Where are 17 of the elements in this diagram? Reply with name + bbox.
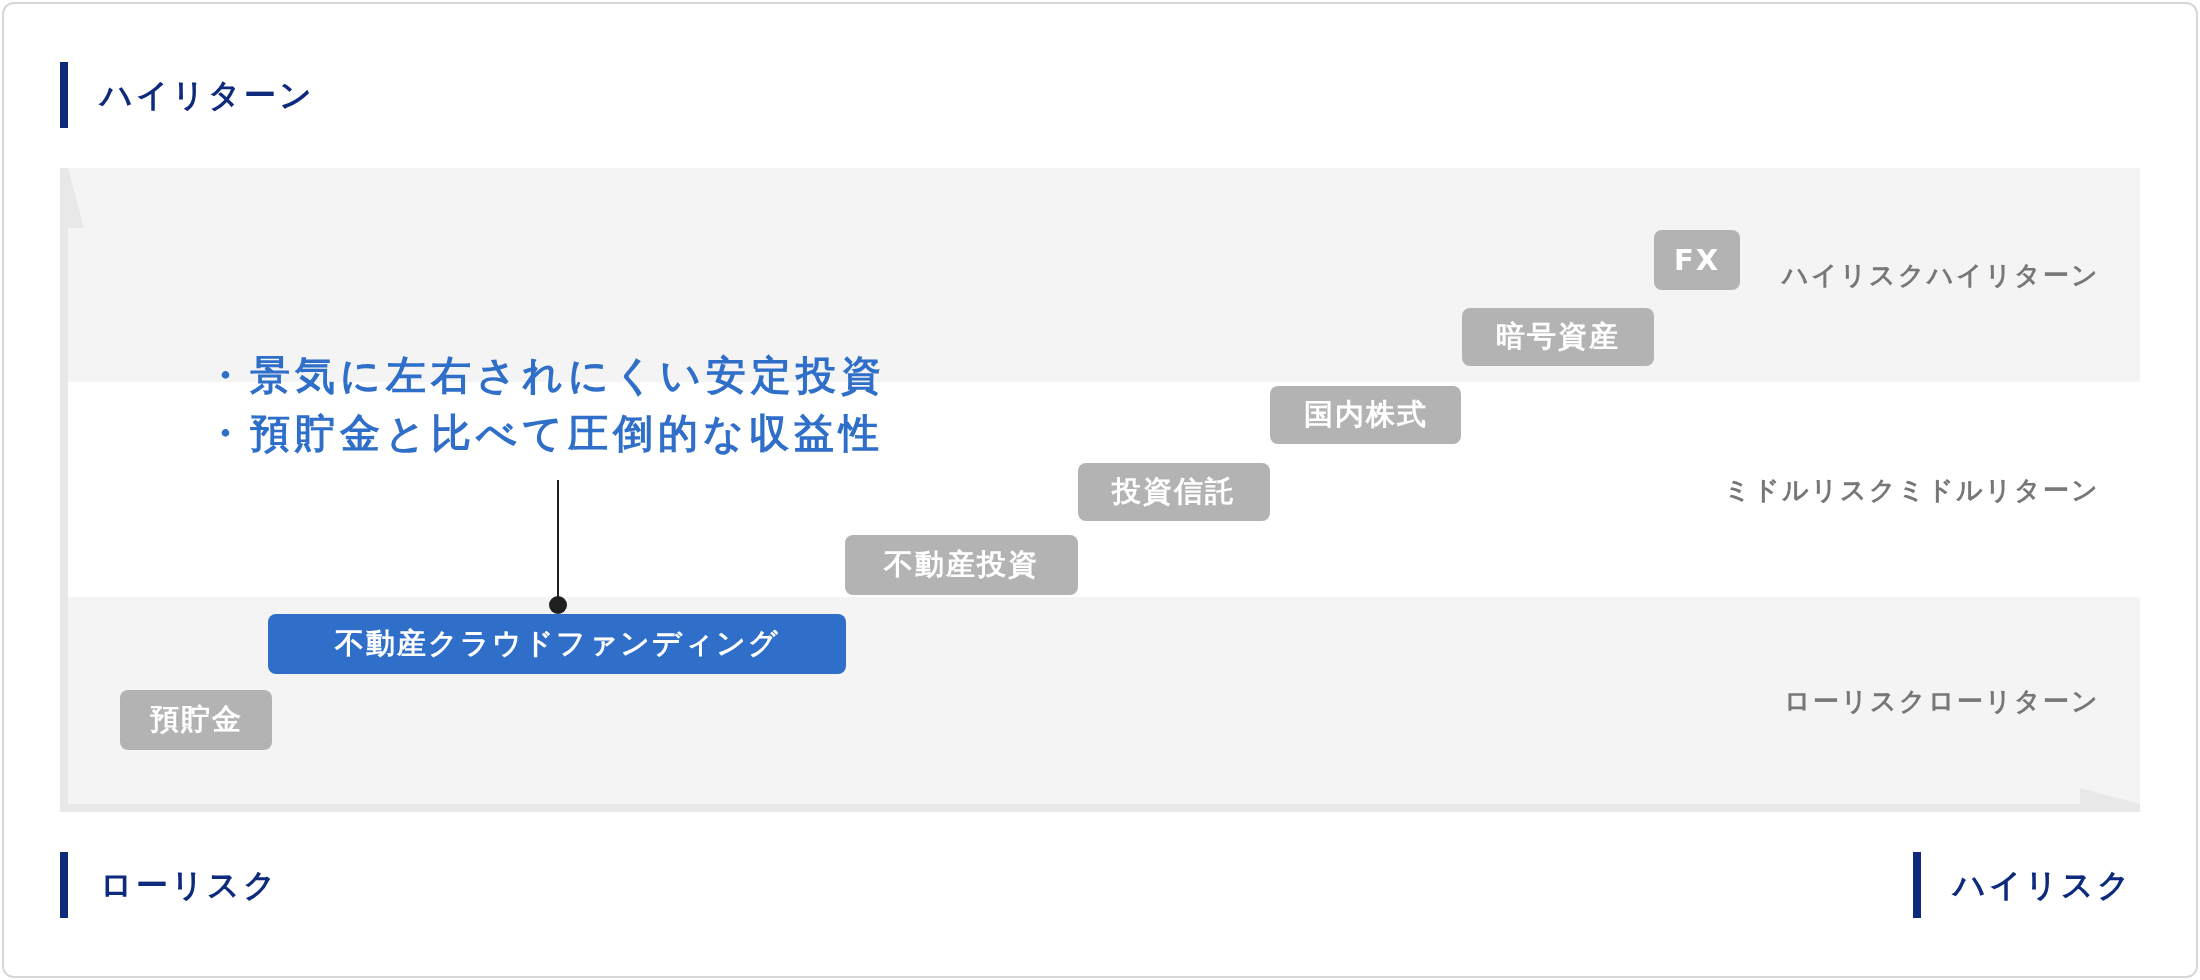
axis-title: ハイリターン [60, 62, 315, 128]
band-label: ローリスクローリターン [1784, 684, 2100, 718]
category-tag: 不動産クラウドファンディング [268, 614, 846, 674]
band-background [68, 597, 2140, 804]
leader-line [549, 479, 567, 614]
bullet-text: ・景気に左右されにくい安定投資 [205, 351, 887, 400]
category-tag: 不動産投資 [845, 535, 1078, 595]
band-label: ハイリスクハイリターン [1782, 259, 2100, 292]
category-tag: 暗号資産 [1462, 308, 1654, 366]
band-label: ミドルリスクミドルリターン [1724, 473, 2100, 507]
category-tag: FX [1654, 230, 1740, 290]
category-tag: 投資信託 [1078, 463, 1270, 521]
category-tag: 国内株式 [1270, 386, 1461, 444]
axis-title: ハイリスク [1913, 852, 2133, 918]
axis-title: ローリスク [60, 852, 279, 918]
bullet-text: ・預貯金と比べて圧倒的な収益性 [205, 409, 885, 458]
category-tag: 預貯金 [120, 690, 272, 750]
